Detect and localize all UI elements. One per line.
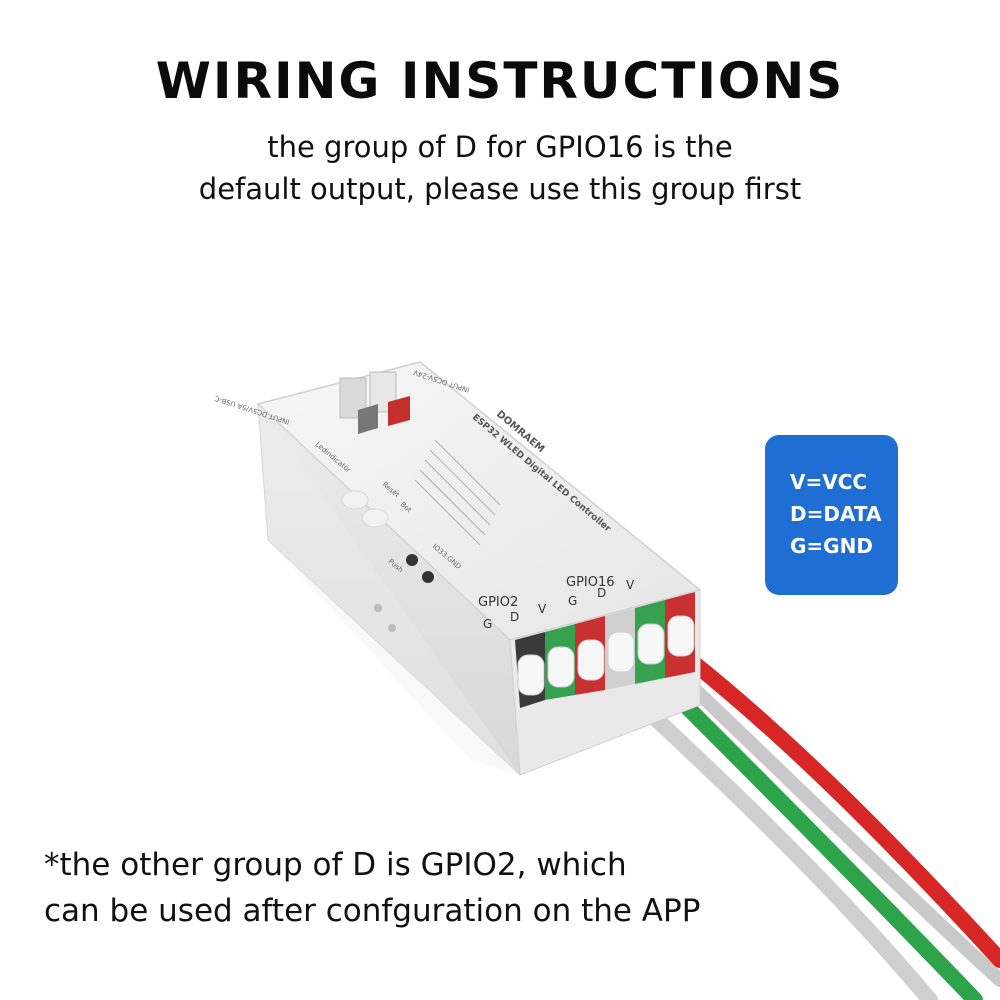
pin-gpio16-v: V [626, 578, 635, 592]
pin-gpio16-g: G [568, 594, 577, 608]
legend-gnd: G=GND [790, 534, 873, 558]
legend-box: V=VCC D=DATA G=GND [765, 435, 898, 595]
subtitle-line-2: default output, please use this group fi… [198, 172, 802, 206]
legend-data: D=DATA [790, 502, 882, 526]
pin-gpio16-d: D [597, 586, 606, 600]
terminal-blocks [515, 592, 695, 708]
pin-gpio2-g: G [483, 617, 492, 631]
top-buttons [341, 490, 434, 583]
pin-gpio2-v: V [538, 602, 547, 616]
port-label-gpio2: GPIO2 [478, 595, 518, 610]
footnote-line-1: *the other group of D is GPIO2, which [44, 847, 627, 883]
port-label-gpio16: GPIO16 [566, 575, 615, 590]
legend-vcc: V=VCC [790, 470, 868, 494]
page-subtitle: the group of D for GPIO16 is the default… [0, 126, 1000, 210]
page-title: WIRING INSTRUCTIONS [155, 52, 845, 110]
wire-data [647, 667, 983, 1000]
footnote: *the other group of D is GPIO2, which ca… [44, 842, 700, 934]
subtitle-line-1: the group of D for GPIO16 is the [267, 130, 733, 164]
pin-gpio2-d: D [510, 610, 519, 624]
footnote-line-2: can be used after confguration on the AP… [44, 893, 701, 929]
input-connectors [339, 371, 410, 434]
wire-vcc [682, 652, 1000, 968]
wire-gnd [665, 661, 1000, 987]
